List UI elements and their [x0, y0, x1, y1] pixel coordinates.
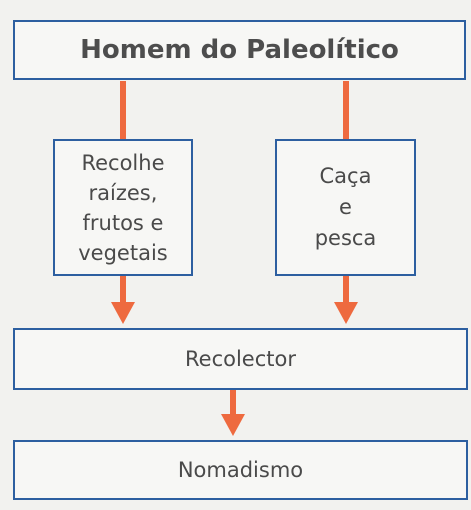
gathering-box: Recolhe raízes, frutos e vegetais	[53, 139, 193, 276]
hunting-fishing-box: Caça e pesca	[275, 139, 416, 276]
nomadismo-text: Nomadismo	[177, 458, 304, 482]
title-text: Homem do Paleolítico	[80, 35, 399, 65]
arrow-left-to-recolector	[111, 276, 135, 324]
hunting-fishing-text: Caça e pesca	[314, 164, 377, 250]
nomadismo-box: Nomadismo	[13, 440, 468, 500]
title-box: Homem do Paleolítico	[13, 20, 466, 80]
arrow-right-to-recolector	[334, 276, 358, 324]
gathering-text: Recolhe raízes, frutos e vegetais	[78, 150, 168, 265]
recolector-text: Recolector	[185, 347, 296, 371]
arrow-recolector-to-nomadismo	[221, 390, 245, 436]
recolector-box: Recolector	[13, 328, 468, 390]
